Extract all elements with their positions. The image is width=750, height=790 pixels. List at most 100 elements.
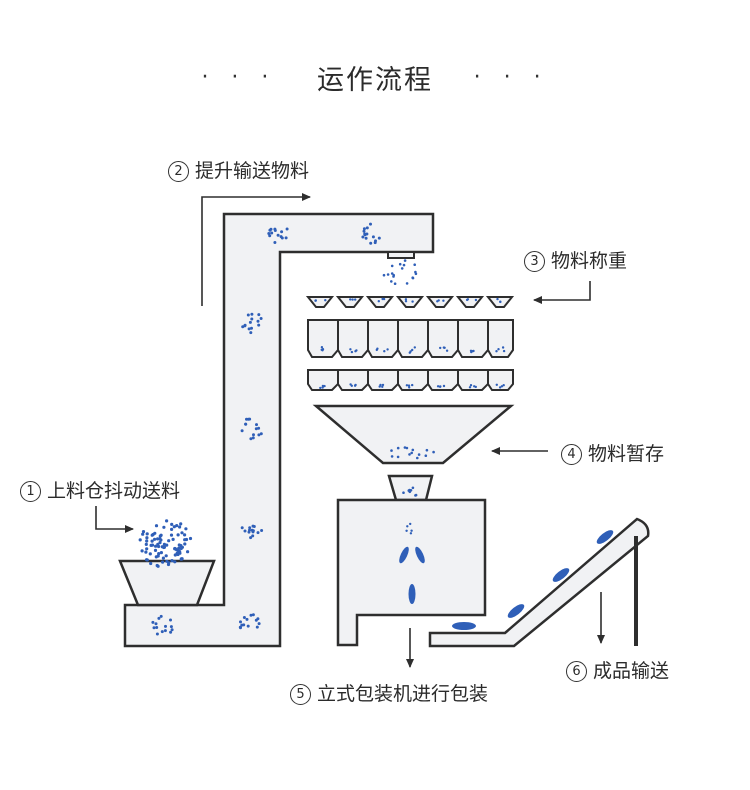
particle (411, 276, 415, 280)
particle (403, 259, 407, 262)
step-text-4: 物料暂存 (588, 443, 665, 465)
particle (319, 386, 322, 390)
step-number-3: 3 (524, 251, 545, 272)
particle (285, 227, 289, 231)
packing-machine (336, 498, 487, 647)
particle (432, 450, 435, 454)
particle (149, 543, 153, 548)
particle (155, 626, 159, 629)
particle (438, 385, 442, 388)
particle (176, 533, 180, 537)
particle (152, 626, 156, 630)
particle (160, 545, 164, 549)
particle (364, 236, 368, 240)
particle (170, 559, 174, 563)
particle (381, 385, 384, 388)
particle (180, 531, 184, 535)
particle (320, 346, 324, 349)
particle (407, 384, 411, 387)
particle (349, 348, 352, 351)
particle (165, 543, 169, 547)
particle (502, 384, 505, 387)
particle (413, 263, 417, 267)
particle (165, 519, 169, 523)
particle (402, 263, 406, 267)
step-number-6: 6 (566, 661, 587, 682)
particle (369, 222, 372, 226)
particle (256, 531, 260, 535)
particle (442, 299, 445, 302)
particle (184, 527, 188, 531)
particle (314, 299, 317, 302)
particle (240, 526, 244, 530)
particle (255, 423, 258, 427)
particle (249, 536, 253, 540)
particle (173, 546, 177, 551)
particle (257, 313, 261, 317)
particle (246, 313, 250, 317)
output-conveyor (428, 517, 650, 648)
particle (410, 529, 413, 532)
particle (138, 538, 142, 542)
step-text-3: 物料称重 (551, 250, 628, 272)
particle (186, 550, 190, 554)
particle (280, 236, 284, 240)
particle (238, 625, 242, 629)
particle (145, 558, 149, 562)
particle (151, 620, 155, 624)
particle (374, 239, 377, 243)
particle (474, 298, 478, 302)
step-text-6: 成品输送 (593, 660, 670, 682)
particle (403, 446, 407, 449)
particle (409, 532, 413, 535)
page-title: · · · 运作流程 · · · (0, 58, 750, 97)
particle (156, 554, 160, 558)
particle (377, 300, 380, 303)
particle (469, 384, 473, 387)
particle (244, 422, 248, 426)
particle (188, 536, 193, 541)
step-label-6: 6 成品输送 (566, 656, 669, 683)
particle (405, 446, 409, 450)
particle (400, 267, 404, 270)
particle (409, 350, 412, 353)
particle (247, 327, 251, 331)
particle (398, 262, 402, 266)
particle (497, 348, 500, 351)
particle (149, 561, 153, 566)
particle (411, 383, 414, 387)
particle (178, 525, 182, 529)
particle (437, 299, 440, 302)
particle (183, 542, 187, 546)
particle (259, 432, 263, 436)
particle (383, 350, 386, 353)
particle (404, 298, 408, 301)
particle (252, 433, 255, 437)
particle (408, 453, 411, 456)
particle (183, 533, 187, 537)
particle (321, 386, 324, 389)
particle (179, 546, 183, 551)
particle (498, 386, 502, 389)
particle (500, 385, 504, 388)
particle (259, 317, 263, 320)
particle (411, 300, 414, 303)
particle (163, 629, 167, 633)
particle (171, 537, 175, 542)
particle (414, 494, 417, 497)
particle (184, 537, 189, 542)
particle (396, 455, 400, 459)
particle (257, 622, 261, 626)
particle (411, 348, 414, 352)
step-text-5: 立式包装机进行包装 (317, 683, 489, 705)
particle (365, 232, 369, 236)
particle (145, 547, 149, 551)
particle (390, 272, 394, 275)
particle (350, 384, 353, 387)
particle (390, 455, 394, 458)
particle (156, 537, 160, 541)
particle (405, 384, 409, 387)
particle (365, 226, 369, 230)
particle (241, 325, 245, 329)
particle (250, 312, 254, 316)
